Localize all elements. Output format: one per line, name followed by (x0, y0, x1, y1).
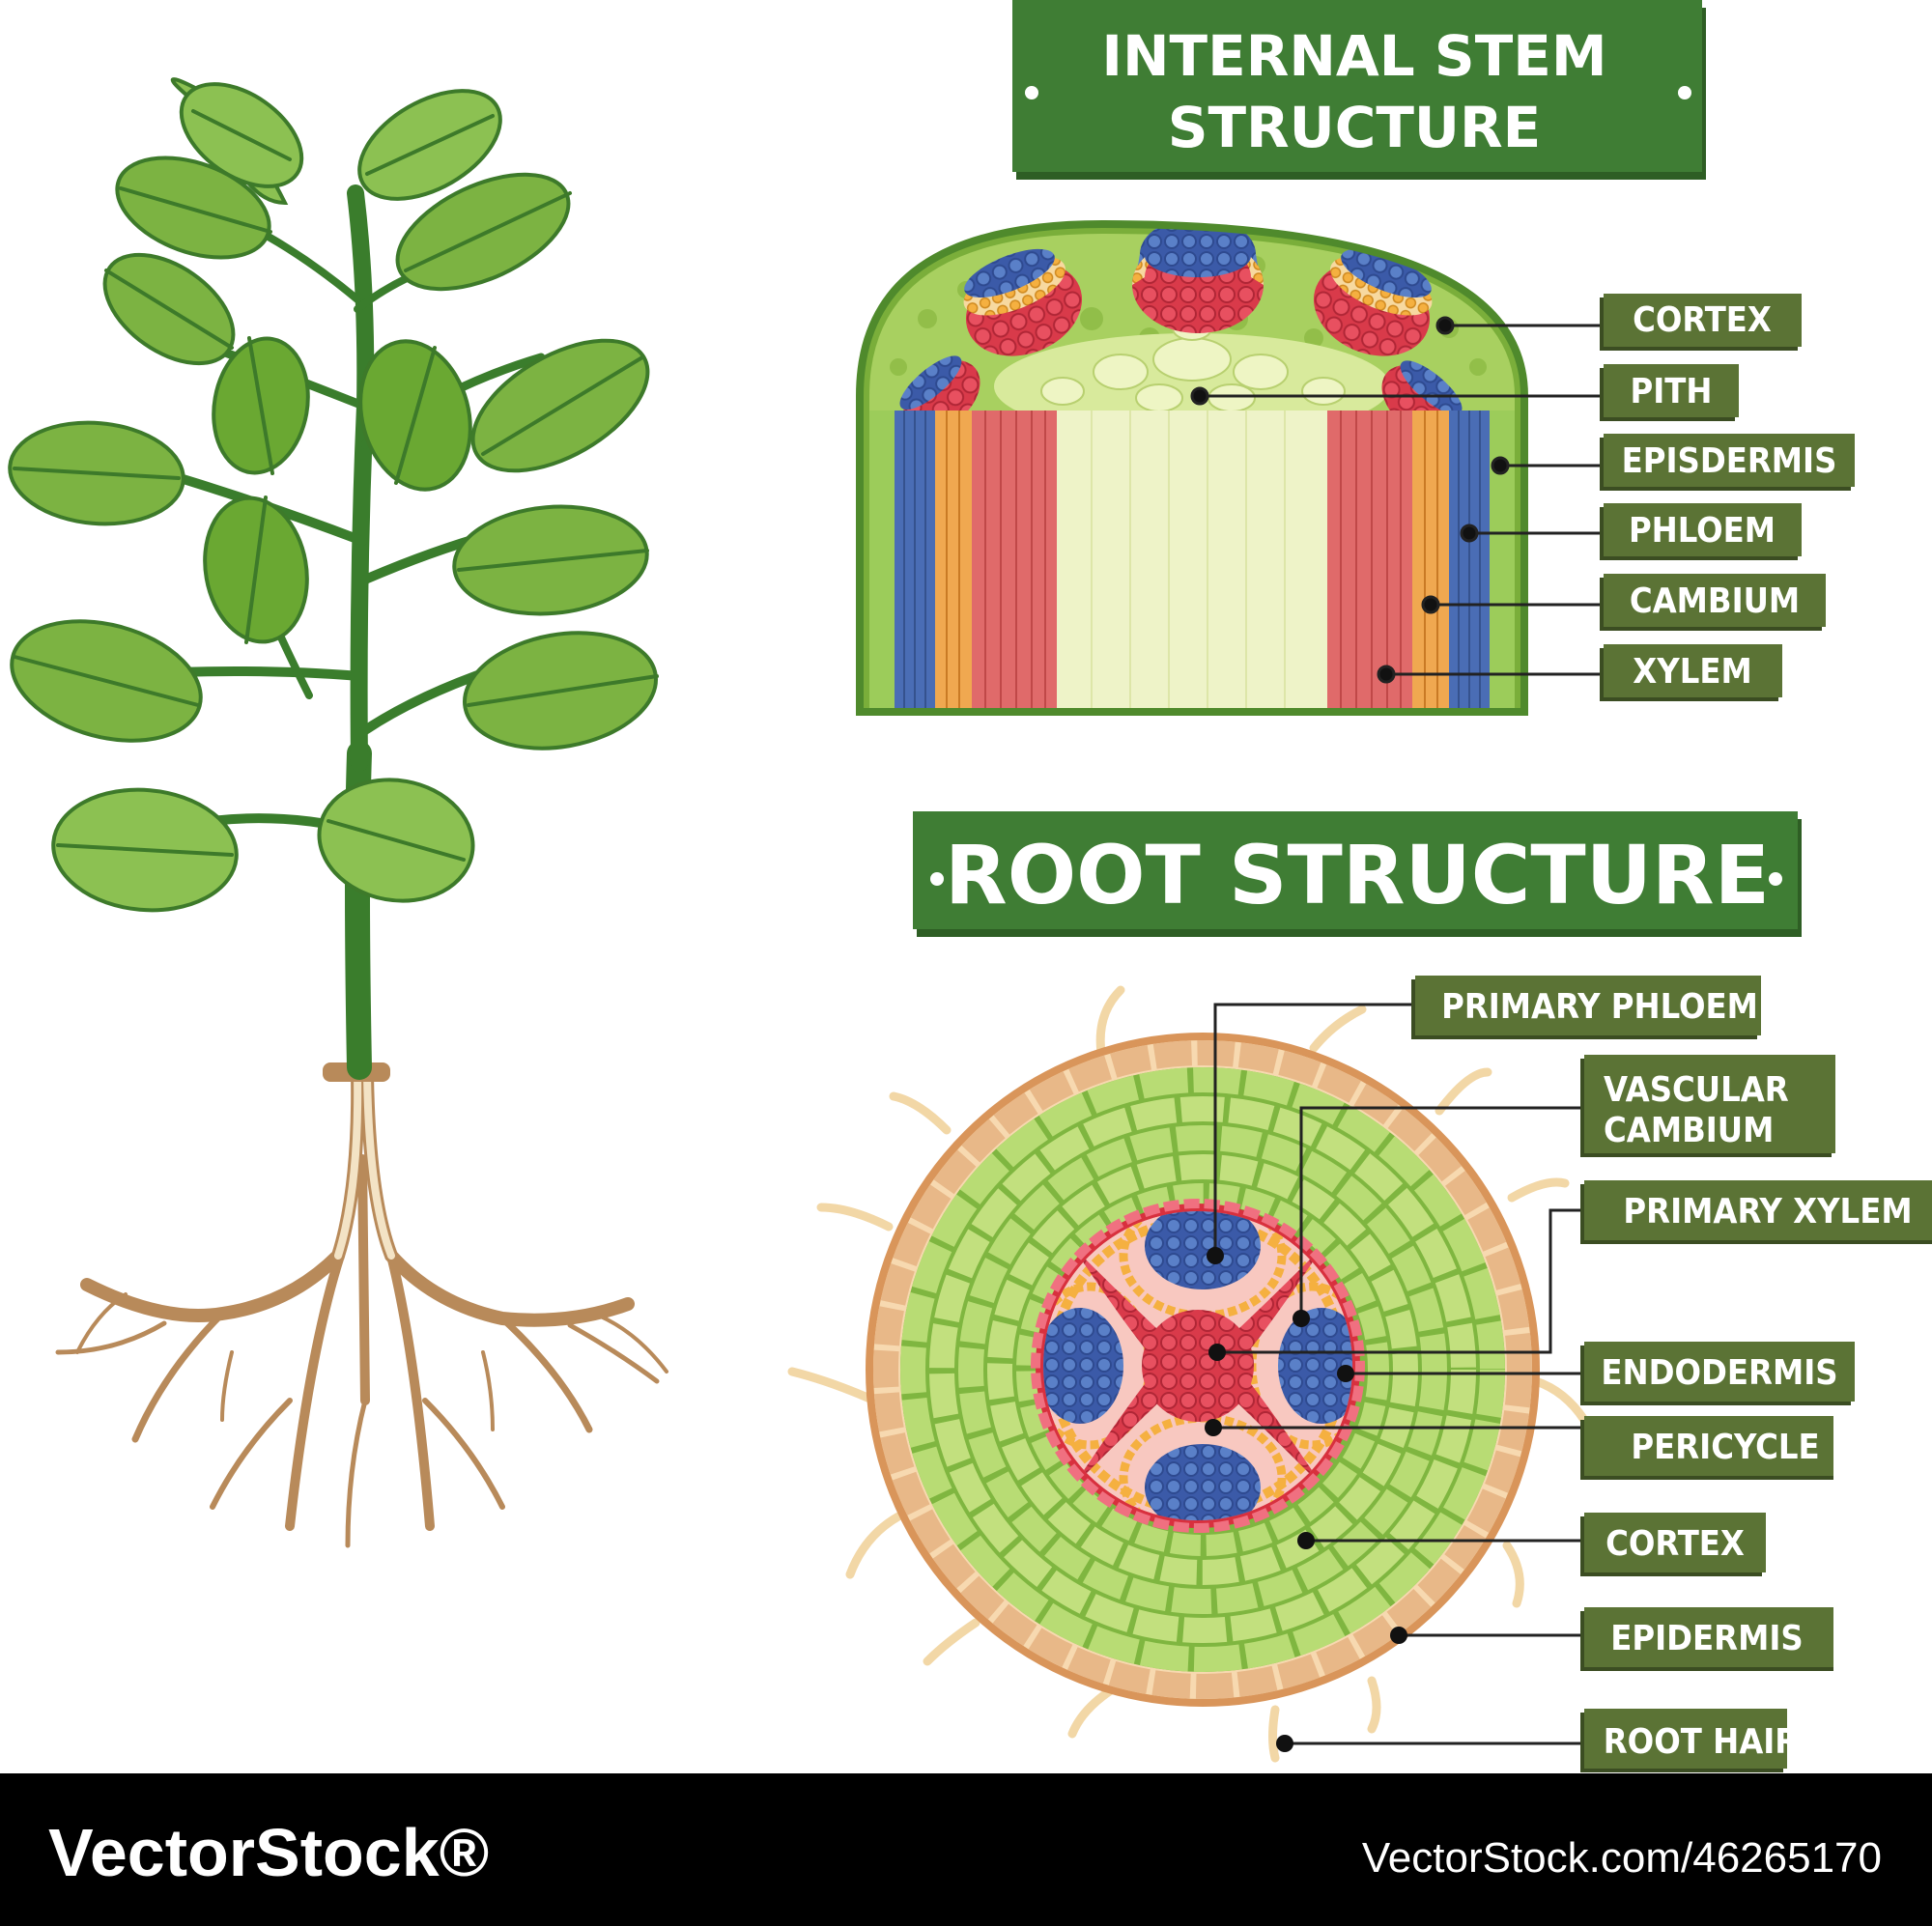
stem-label-epidermis: EPISDERMIS (1600, 434, 1855, 491)
stem-longitudinal-layers (869, 411, 1515, 712)
root-label-cortex-text: CORTEX (1605, 1524, 1745, 1564)
stem-label-cortex-text: CORTEX (1633, 300, 1772, 340)
stem-label-xylem: XYLEM (1600, 644, 1782, 701)
stem-label-boxes: CORTEX PITH EPISDERMIS PHLOEM CAMBIUM XY… (1600, 294, 1855, 701)
plant-roots-highlight (334, 1070, 395, 1260)
root-label-cortex: CORTEX (1580, 1513, 1766, 1576)
root-label-vascular-line2: CAMBIUM (1604, 1111, 1774, 1150)
stem-label-phloem: PHLOEM (1600, 503, 1802, 560)
root-label-vascular-line1: VASCULAR (1604, 1070, 1789, 1110)
root-label-epidermis-text: EPIDERMIS (1610, 1619, 1803, 1658)
root-label-endodermis: ENDODERMIS (1580, 1342, 1855, 1405)
stem-label-cortex: CORTEX (1600, 294, 1802, 351)
root-label-vascular-cambium: VASCULAR CAMBIUM (1580, 1055, 1835, 1157)
plant-leaf-veins (13, 109, 659, 862)
stem-label-cambium: CAMBIUM (1600, 574, 1826, 631)
root-label-pericycle-text: PERICYCLE (1631, 1428, 1819, 1467)
root-label-primary-phloem-text: PRIMARY PHLOEM (1441, 987, 1758, 1027)
root-hairs (787, 985, 1589, 1763)
root-label-primary-phloem: PRIMARY PHLOEM (1411, 976, 1761, 1039)
stem-label-epidermis-text: EPISDERMIS (1622, 441, 1837, 481)
root-title: ROOT STRUCTURE (945, 828, 1770, 922)
root-cross-section (787, 985, 1589, 1763)
root-label-pericycle: PERICYCLE (1580, 1416, 1833, 1480)
root-label-root-hair-text: ROOT HAIR (1604, 1722, 1800, 1762)
watermark-brand: VectorStock® (48, 1815, 489, 1890)
plant-illustration (8, 77, 668, 1548)
watermark-url: VectorStock.com/46265170 (1362, 1834, 1882, 1882)
stem-label-cambium-text: CAMBIUM (1630, 581, 1800, 621)
root-title-banner: ROOT STRUCTURE (913, 811, 1802, 937)
root-label-epidermis: EPIDERMIS (1580, 1607, 1833, 1671)
plant-roots (55, 1067, 668, 1548)
root-leaders (1213, 1003, 1584, 1745)
stem-label-pith-text: PITH (1631, 372, 1713, 411)
root-label-primary-xylem-text: PRIMARY XYLEM (1623, 1192, 1912, 1232)
stem-vascular-bundles (899, 224, 1463, 437)
stem-leaders (1190, 316, 1604, 684)
root-stele (1031, 1199, 1365, 1533)
stem-label-xylem-text: XYLEM (1633, 652, 1751, 692)
stem-cross-section (860, 224, 1524, 712)
root-label-endodermis-text: ENDODERMIS (1601, 1353, 1837, 1393)
stem-label-pith: PITH (1600, 364, 1739, 421)
root-label-primary-xylem: PRIMARY XYLEM (1580, 1180, 1932, 1244)
root-label-boxes: PRIMARY PHLOEM VASCULAR CAMBIUM PRIMARY … (1411, 976, 1932, 1772)
stem-title-banner: INTERNAL STEM STRUCTURE (1012, 0, 1706, 180)
stem-title-line2: STRUCTURE (1168, 95, 1542, 160)
stem-title-line1: INTERNAL STEM (1101, 23, 1606, 89)
root-cortex-cells (900, 1067, 1505, 1672)
root-leader-dots (1205, 1247, 1407, 1752)
plant-leaves (8, 77, 658, 913)
stem-label-phloem-text: PHLOEM (1629, 511, 1776, 551)
root-label-root-hair: ROOT HAIR (1580, 1709, 1799, 1772)
watermark-bar: VectorStock® VectorStock.com/46265170 (0, 1773, 1932, 1926)
